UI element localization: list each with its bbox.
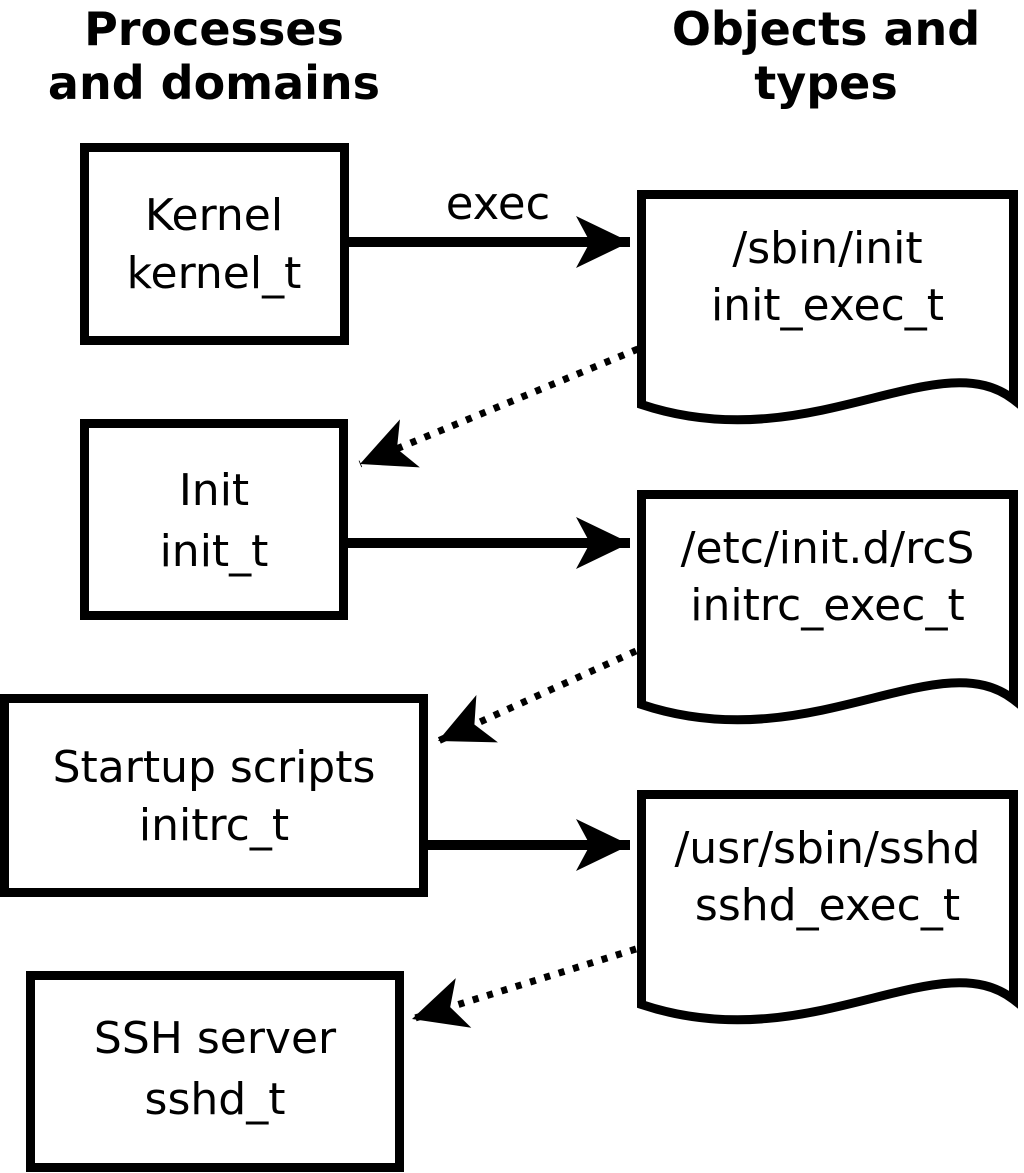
column-header-objects: Objects and types — [672, 2, 980, 110]
transition-arrow-sbin-init-to-init — [358, 345, 640, 468]
object-doc-usr-sbin-sshd: /usr/sbin/sshd sshd_exec_t — [637, 790, 1018, 1025]
transition-arrow-sshd-to-ssh-server — [410, 945, 638, 1028]
object-doc-etc-initd-rcs: /etc/init.d/rcS initrc_exec_t — [637, 490, 1018, 725]
startup-scripts-box-domain: initrc_t — [139, 800, 289, 851]
usr-sbin-sshd-doc-type: sshd_exec_t — [695, 880, 960, 931]
startup-scripts-box-name: Startup scripts — [53, 742, 376, 793]
sbin-init-doc-shape — [637, 190, 1018, 425]
exec-edge-label: exec — [446, 177, 551, 230]
etc-initd-rcs-doc-type: initrc_exec_t — [690, 580, 964, 631]
kernel-box-name: Kernel — [145, 190, 283, 241]
etc-initd-rcs-doc-path: /etc/init.d/rcS — [681, 523, 975, 574]
object-doc-sbin-init: /sbin/init init_exec_t — [637, 190, 1018, 425]
init-box-name: Init — [179, 465, 249, 516]
init-box-shape — [80, 419, 348, 620]
etc-initd-rcs-doc-shape — [637, 490, 1018, 725]
process-box-kernel: Kernel kernel_t — [80, 143, 349, 345]
process-box-init: Init init_t — [80, 419, 348, 620]
ssh-server-box-name: SSH server — [94, 1013, 337, 1064]
processes-header-line2: and domains — [48, 56, 380, 110]
ssh-server-box-shape — [26, 971, 404, 1172]
process-box-startup-scripts: Startup scripts initrc_t — [0, 694, 428, 897]
init-box-domain: init_t — [160, 526, 269, 577]
usr-sbin-sshd-doc-path: /usr/sbin/sshd — [674, 823, 980, 874]
sbin-init-doc-path: /sbin/init — [732, 223, 922, 274]
objects-header-line1: Objects and — [672, 2, 980, 56]
startup-scripts-box-shape — [0, 694, 428, 897]
kernel-box-shape — [80, 143, 349, 345]
processes-header-line1: Processes — [84, 2, 344, 56]
usr-sbin-sshd-doc-shape — [637, 790, 1018, 1025]
sbin-init-doc-type: init_exec_t — [711, 280, 944, 331]
kernel-box-domain: kernel_t — [127, 248, 302, 299]
objects-header-line2: types — [754, 56, 897, 110]
transition-arrow-rcs-to-startup — [436, 647, 638, 745]
column-header-processes: Processes and domains — [48, 2, 380, 110]
ssh-server-box-domain: sshd_t — [145, 1074, 286, 1125]
process-box-ssh-server: SSH server sshd_t — [26, 971, 404, 1172]
